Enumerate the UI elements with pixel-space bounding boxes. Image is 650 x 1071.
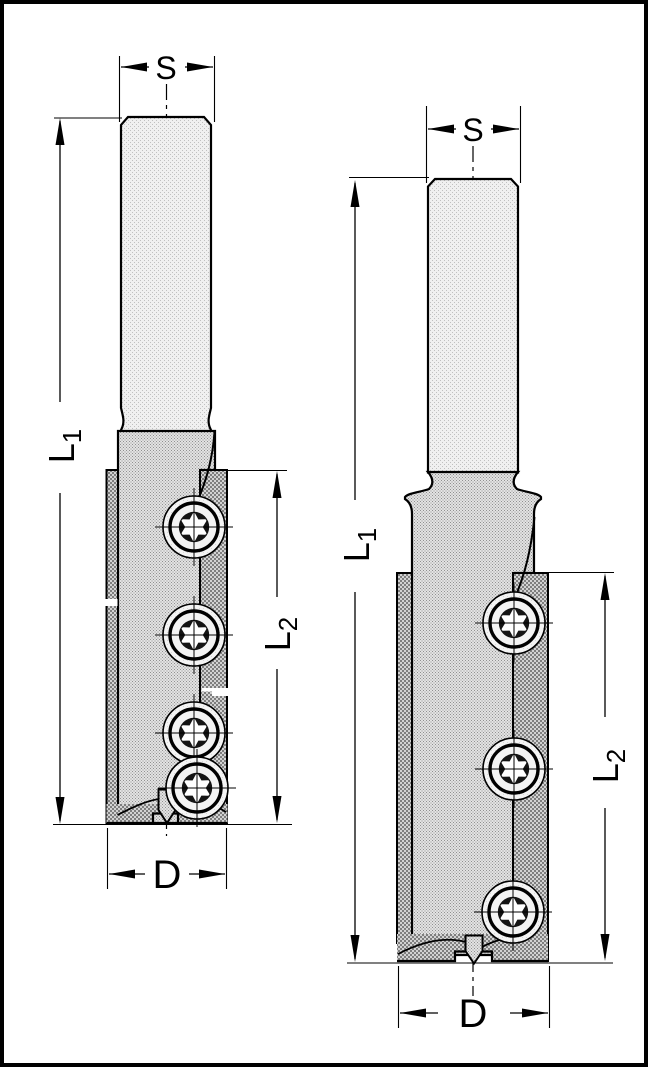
dim-label-l2-left: L2 <box>257 617 303 652</box>
dim-s-left <box>118 56 216 122</box>
insert-plate-left <box>396 572 413 944</box>
dim-d-left <box>106 828 228 889</box>
dim-l1-right <box>347 176 613 964</box>
insert-gap-right <box>201 688 228 696</box>
dim-label-d-left: D <box>153 853 182 897</box>
dim-l1-left <box>53 117 292 826</box>
dim-l2-right <box>549 571 614 961</box>
dim-s-right <box>425 106 522 183</box>
insert-plate-left <box>105 469 119 824</box>
dim-label-l1-right: L1 <box>336 528 382 563</box>
insert-gap-step <box>201 691 212 696</box>
dim-l2-left <box>228 469 287 823</box>
router-bit-right <box>396 146 555 996</box>
shank <box>426 177 520 474</box>
dim-label-l2-right: L2 <box>585 749 631 784</box>
flute-curve-bottom-left <box>397 938 467 955</box>
dim-d-right <box>397 966 551 1028</box>
center-spur <box>464 934 484 966</box>
dim-label-s-right: S <box>462 112 483 148</box>
dim-label-d-right: D <box>459 992 488 1036</box>
shank <box>118 115 214 433</box>
dim-label-s-left: S <box>155 50 176 86</box>
insert-gap-left <box>103 599 118 606</box>
router-bit-left <box>103 84 238 836</box>
dim-label-l1-left: L1 <box>41 429 87 464</box>
